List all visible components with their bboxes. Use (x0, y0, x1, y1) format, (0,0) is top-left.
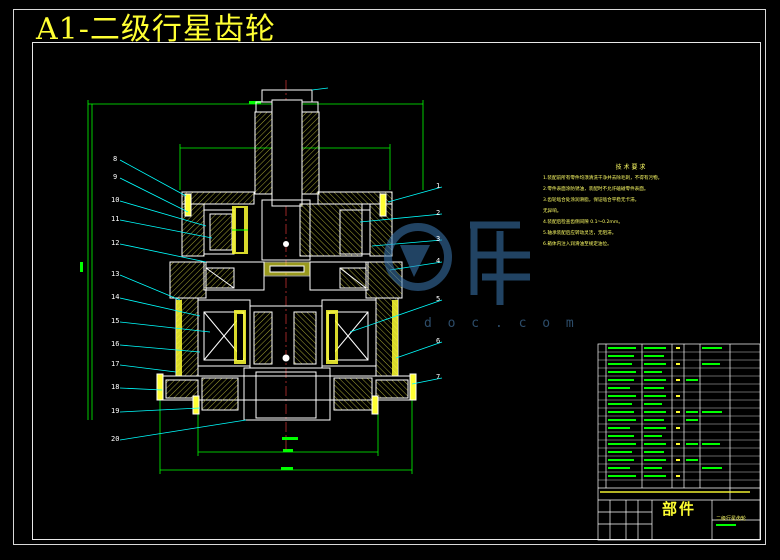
note-line: 无异响。 (543, 209, 562, 214)
lower-housing (175, 297, 399, 377)
title-block-entries (608, 347, 736, 526)
first-stage-gear (232, 199, 311, 261)
callout-1: 1 (436, 182, 441, 190)
title-block-yellow-entries (600, 347, 750, 493)
second-stage-planets (176, 300, 398, 376)
sheet-border (13, 9, 766, 545)
note-line: 5.轴承装配后应转动灵活，无阻滞。 (543, 231, 617, 236)
gear-tooth-marks (237, 314, 335, 360)
callout-18: 18 (111, 383, 120, 391)
callout-16: 16 (111, 340, 120, 348)
note-line: 1.装配前所有零件均须清洗干净并去除毛刺，不得有污物。 (543, 176, 663, 181)
callout-3: 3 (436, 235, 441, 243)
assembly-name: 二级行星齿轮 (716, 516, 747, 522)
note-line: 2.零件表面涂防锈油，装配时不允许磕碰零件表面。 (543, 187, 649, 192)
technical-requirements: 技 术 要 求 1.装配前所有零件均须清洗干净并去除毛刺，不得有污物。 2.零件… (543, 162, 718, 250)
callout-9: 9 (113, 173, 118, 181)
drawing-title: A1-二级行星齿轮 (36, 12, 276, 47)
callout-5: 5 (436, 295, 441, 303)
callout-20: 20 (111, 435, 120, 443)
callout-7: 7 (436, 373, 441, 381)
note-line: 6.箱体内注入润滑油至规定油位。 (543, 242, 612, 247)
callout-11: 11 (111, 215, 120, 223)
callout-2: 2 (436, 209, 441, 217)
callout-4: 4 (436, 257, 441, 265)
callout-10: 10 (111, 196, 120, 204)
callout-13: 13 (111, 270, 120, 278)
callout-19: 19 (111, 407, 120, 415)
watermark-text: d o c . c o m (424, 316, 578, 331)
drawing-border (32, 42, 761, 540)
input-shaft (254, 87, 329, 207)
callout-6: 6 (436, 337, 441, 345)
title-block-rows (598, 351, 760, 481)
note-line: 4.装配后检查齿侧间隙 0.1～0.2mm。 (543, 220, 623, 225)
callout-12: 12 (111, 239, 120, 247)
callout-15: 15 (111, 317, 120, 325)
notes-title: 技 术 要 求 (615, 164, 646, 171)
callout-8: 8 (113, 155, 118, 163)
part-label: 部件 (662, 500, 697, 518)
callout-17: 17 (111, 360, 120, 368)
callout-14: 14 (111, 293, 120, 301)
note-line: 3.齿轮啮合处涂润滑脂，保证啮合平稳无卡滞。 (543, 198, 640, 203)
callout-leaders (119, 159, 443, 441)
bolts (156, 193, 417, 415)
